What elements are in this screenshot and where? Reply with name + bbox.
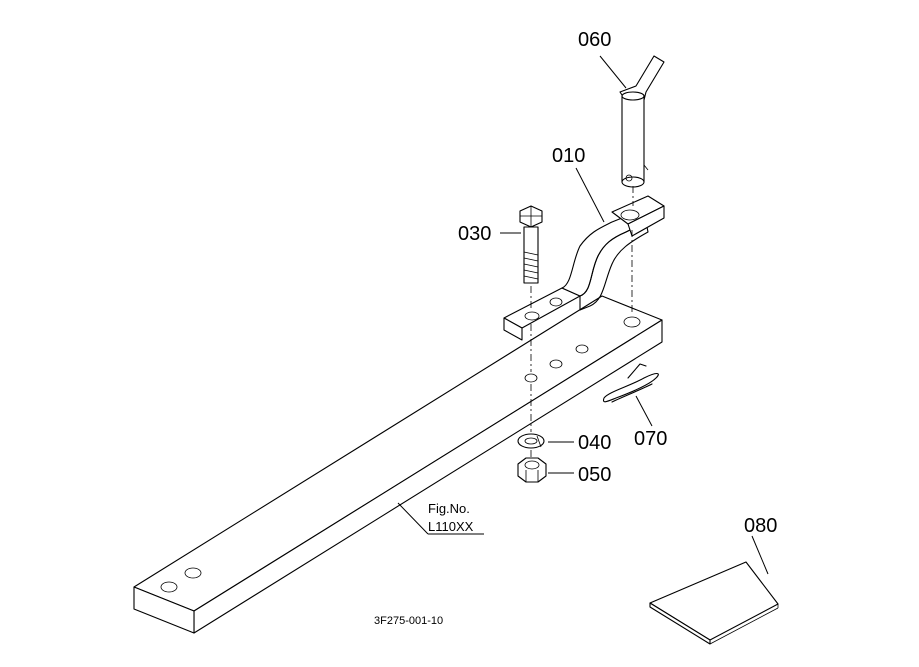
- drawbar: [133, 295, 663, 634]
- drawbar-hole: [575, 344, 589, 354]
- callout-050: 050: [578, 464, 611, 486]
- callout-040: 040: [578, 432, 611, 454]
- drawbar-hole: [549, 359, 563, 369]
- figure-label: Fig.No.: [428, 501, 470, 516]
- callout-070: 070: [634, 428, 667, 450]
- callout-030: 030: [458, 223, 491, 245]
- assembly-centerlines: [530, 186, 634, 458]
- bracket-hole: [524, 311, 540, 321]
- leader-lines: [397, 55, 769, 575]
- part-040-washer: [517, 433, 545, 449]
- part-070-clip: [602, 363, 659, 403]
- drawbar-hole: [184, 567, 202, 579]
- part-030-bolt: [519, 205, 543, 284]
- callout-060: 060: [578, 29, 611, 51]
- callout-010: 010: [552, 145, 585, 167]
- bracket-hole: [620, 209, 640, 221]
- callout-080: 080: [744, 515, 777, 537]
- part-050-nut: [517, 457, 547, 483]
- part-080-manual: [649, 561, 779, 645]
- part-010-bracket: [503, 195, 665, 341]
- drawbar-hole: [623, 316, 641, 328]
- drawing-number: 3F275-001-10: [374, 615, 443, 627]
- drawbar-hole: [160, 581, 178, 593]
- drawbar-hole: [524, 373, 538, 383]
- figure-number: L110XX: [428, 519, 474, 534]
- bracket-hole: [549, 297, 563, 307]
- part-060-pin: [619, 55, 665, 188]
